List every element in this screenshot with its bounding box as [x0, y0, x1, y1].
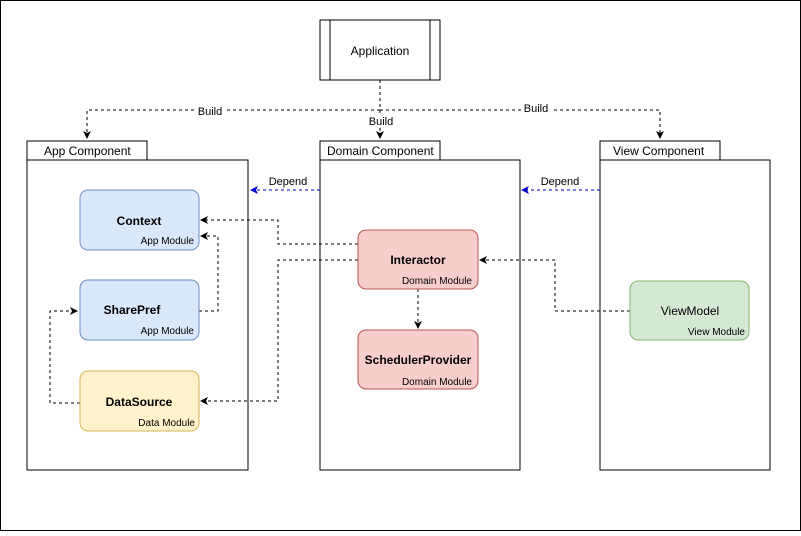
depend-label-right: Depend [541, 176, 580, 188]
module-edges [49, 216, 630, 405]
context-module-name: Context [117, 214, 162, 228]
datasource-module-name: DataSource [106, 395, 173, 409]
edge-sharepref-context [199, 232, 219, 312]
interactor-module-name: Interactor [390, 253, 446, 267]
viewmodel-module-subtitle: View Module [688, 327, 746, 338]
build-label-right: Build [524, 103, 548, 115]
context-module[interactable]: Context App Module [79, 189, 200, 251]
view-component-title: View Component [613, 144, 705, 158]
interactor-module[interactable]: Interactor Domain Module [357, 229, 479, 290]
edge-label-bg [195, 104, 225, 118]
edge-datasource-sharepref [49, 307, 80, 404]
scheduler-provider-module-subtitle: Domain Module [402, 377, 472, 388]
viewmodel-module-name: ViewModel [661, 304, 719, 318]
domain-component-title: Domain Component [327, 144, 434, 158]
application-label: Application [351, 44, 410, 58]
context-module-subtitle: App Module [141, 236, 195, 247]
edge-label-bg [367, 114, 395, 128]
domain-component[interactable]: Domain Component [319, 140, 521, 471]
edge-viewmodel-interactor [479, 256, 630, 312]
build-label-center: Build [369, 116, 393, 128]
interactor-module-subtitle: Domain Module [402, 276, 472, 287]
build-label-left: Build [198, 106, 222, 118]
build-edge-app [83, 80, 381, 139]
sharepref-module[interactable]: SharePref App Module [79, 279, 200, 341]
depend-label-left: Depend [269, 176, 308, 188]
scheduler-provider-module[interactable]: SchedulerProvider Domain Module [357, 329, 479, 390]
sharepref-module-subtitle: App Module [141, 326, 195, 337]
edge-label-bg [521, 102, 551, 116]
scheduler-provider-module-name: SchedulerProvider [365, 353, 472, 367]
viewmodel-module[interactable]: ViewModel View Module [629, 280, 750, 341]
sharepref-module-name: SharePref [104, 303, 162, 317]
datasource-module[interactable]: DataSource Data Module [79, 370, 200, 432]
app-component-title: App Component [44, 144, 131, 158]
edge-interactor-datasource [200, 259, 358, 405]
datasource-module-subtitle: Data Module [138, 418, 195, 429]
edge-interactor-context [200, 216, 358, 245]
application-node[interactable]: Application [319, 19, 441, 81]
